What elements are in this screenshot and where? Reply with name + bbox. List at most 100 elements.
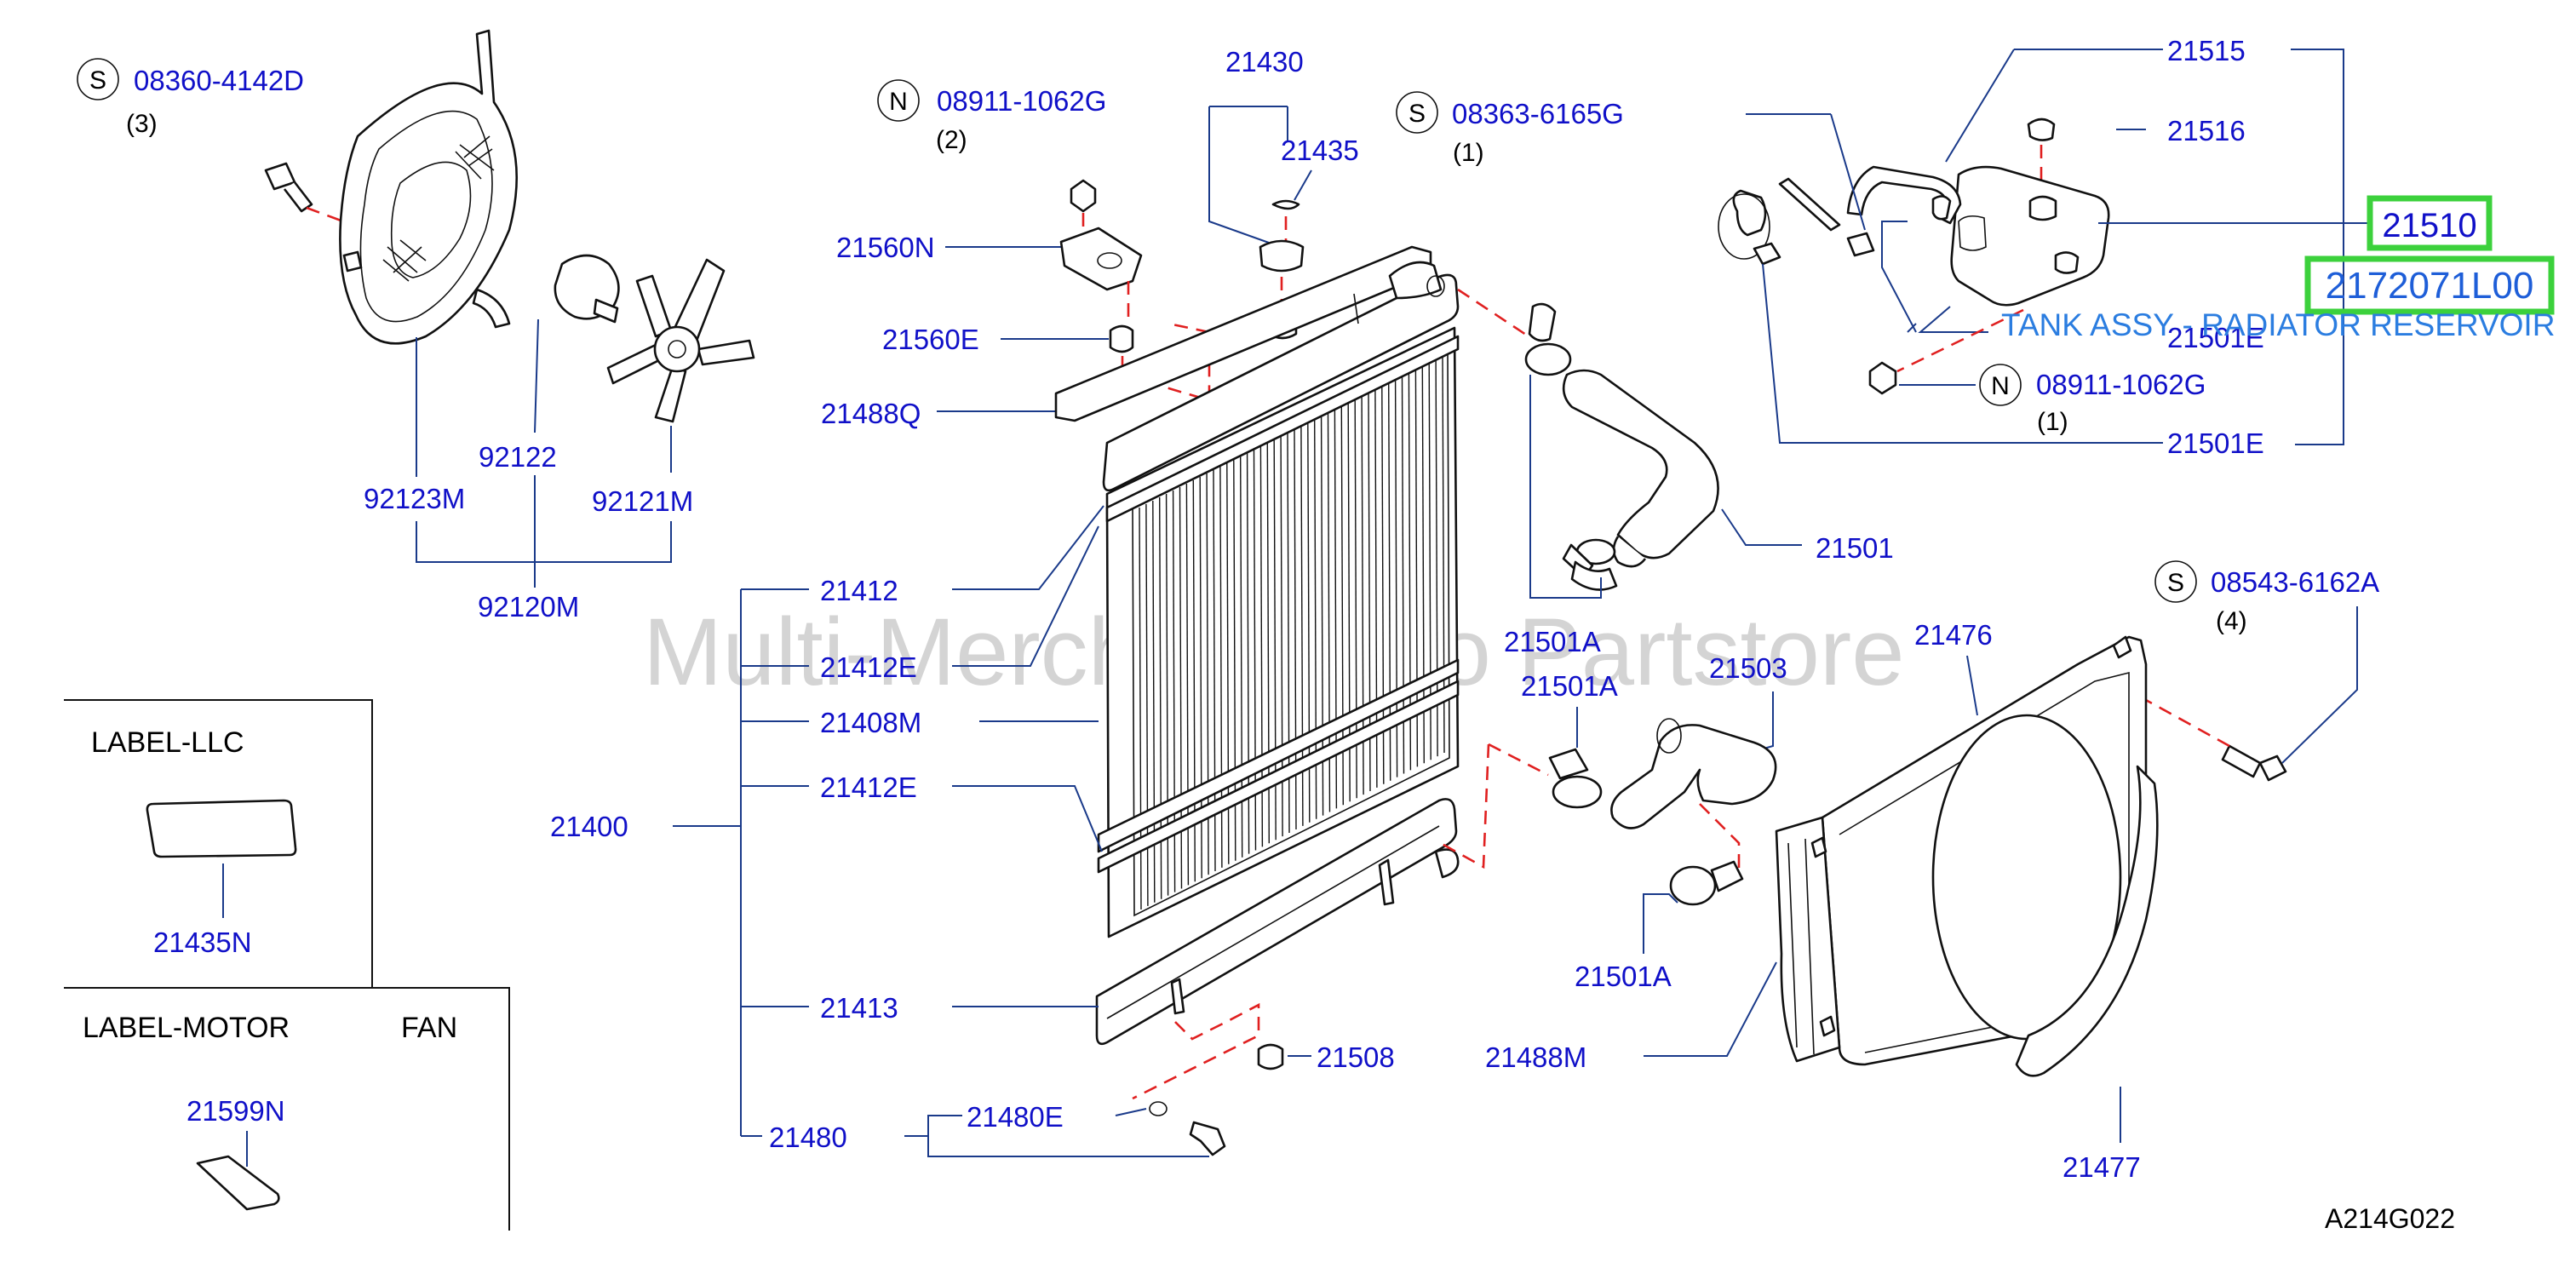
- part-label-21435N[interactable]: 21435N: [153, 927, 252, 958]
- fan-motor-shroud: [339, 29, 518, 345]
- highlight-part-number-box: [2304, 255, 2555, 315]
- part-label-21430[interactable]: 21430: [1225, 46, 1304, 77]
- drain-cock: [1257, 1043, 1284, 1070]
- reservoir-bracket-clip: [1732, 189, 1767, 237]
- callout-line: [1945, 49, 2015, 163]
- part-label-08360-4142D[interactable]: 08360-4142D: [134, 65, 304, 96]
- part-label-21510[interactable]: 21510: [2382, 207, 2476, 244]
- shroud-tab: [472, 288, 511, 329]
- fan-shroud-assembly: S 08543-6162A (4) 21476 21477 21488M: [1485, 560, 2379, 1183]
- highlight-part-description[interactable]: TANK ASSY - RADIATOR RESERVOIR: [2001, 307, 2555, 342]
- part-label-21501A-2[interactable]: 21501A: [1521, 670, 1618, 702]
- reservoir-outlet: [1958, 215, 1987, 251]
- part-label-92123M[interactable]: 92123M: [364, 483, 465, 514]
- shroud-inner-ring: [359, 110, 493, 323]
- part-label-21408M[interactable]: 21408M: [820, 707, 921, 738]
- s-symbol-letter: S: [2167, 569, 2184, 597]
- part-label-92121M[interactable]: 92121M: [592, 485, 693, 517]
- alignment-line: [1699, 803, 1741, 869]
- shroud-flange-ribs: [1787, 838, 1815, 1055]
- shroud-side-flange: [1775, 816, 1841, 1063]
- callout-line: [1830, 113, 1866, 231]
- reservoir-bracket-foot: [1753, 242, 1781, 266]
- callout-line: [1643, 893, 1678, 954]
- highlight-part-number[interactable]: 2172071L00: [2326, 265, 2534, 307]
- part-label-21412[interactable]: 21412: [820, 575, 898, 606]
- bolt-shank: [1778, 177, 1841, 232]
- part-label-92122[interactable]: 92122: [479, 441, 557, 473]
- drain-plug-seal: [1149, 1101, 1168, 1116]
- reservoir-filler-neck: [2028, 195, 2057, 221]
- part-label-21488M[interactable]: 21488M: [1485, 1041, 1586, 1073]
- part-label-08911-1062G-top[interactable]: 08911-1062G: [937, 85, 1106, 117]
- part-label-21477[interactable]: 21477: [2063, 1151, 2141, 1183]
- shroud-tab: [342, 250, 363, 273]
- part-label-21501A-1[interactable]: 21501A: [1504, 626, 1601, 657]
- fan-hub: [653, 325, 701, 373]
- part-label-21400[interactable]: 21400: [550, 811, 628, 842]
- n-symbol-letter: N: [889, 88, 908, 116]
- reservoir-tank-21510: [1950, 165, 2110, 307]
- part-label-08363-6165G[interactable]: 08363-6165G: [1452, 98, 1624, 129]
- s-symbol: [77, 58, 119, 100]
- part-label-08911-1062G-bottom[interactable]: 08911-1062G: [2036, 369, 2206, 400]
- part-label-21599N[interactable]: 21599N: [186, 1095, 285, 1127]
- part-label-21501[interactable]: 21501: [1816, 532, 1894, 564]
- part-label-21412E-bottom[interactable]: 21412E: [820, 772, 917, 803]
- bolt-shank: [2221, 744, 2262, 778]
- bolt-icon: [1846, 232, 1875, 257]
- qty-08911-1062G-top: (2): [936, 126, 967, 154]
- seal-21412E-top: [1105, 335, 1460, 523]
- qty-08363-6165G: (1): [1453, 139, 1484, 167]
- part-label-21501A-3[interactable]: 21501A: [1575, 961, 1672, 992]
- part-label-21480[interactable]: 21480: [769, 1122, 847, 1153]
- tank-fitting: [1353, 293, 1359, 324]
- reservoir-hose-clamp: [1931, 195, 1952, 221]
- part-label-21503[interactable]: 21503: [1709, 652, 1787, 684]
- shroud-tab: [1810, 836, 1827, 858]
- part-label-21488Q[interactable]: 21488Q: [821, 398, 921, 429]
- shroud-hub-ring: [390, 161, 472, 278]
- diagram-code: A214G022: [2325, 1203, 2455, 1234]
- radiator-assembly: N 08911-1062G (2) 21430 21435 S 08363-61…: [550, 46, 1624, 1157]
- label-llc-title: LABEL-LLC: [91, 726, 244, 759]
- radiator-fin: [1428, 360, 1431, 760]
- upper-hose-21501: [1562, 369, 1719, 559]
- hose-clamp: [1528, 302, 1557, 342]
- qty-08543-6162A: (4): [2216, 607, 2247, 635]
- part-label-21560N[interactable]: 21560N: [836, 232, 935, 263]
- bracket-hole: [1097, 252, 1122, 269]
- reservoir-mount: [2054, 251, 2080, 274]
- part-label-21413[interactable]: 21413: [820, 992, 898, 1024]
- callout-line: [1918, 306, 1988, 333]
- reservoir-bracket-ring: [1718, 193, 1770, 260]
- hose-clamp-band: [1570, 560, 1618, 591]
- label-box-frame: [64, 699, 510, 1231]
- upper-tank: [1102, 273, 1460, 492]
- hose-end: [1656, 718, 1682, 754]
- part-label-21516[interactable]: 21516: [2167, 115, 2246, 146]
- hose-clamp-ring: [1669, 865, 1717, 906]
- label-llc-sticker: [146, 799, 297, 858]
- s-symbol-letter: S: [1408, 100, 1426, 128]
- part-label-21560E[interactable]: 21560E: [882, 324, 979, 355]
- callout-line: [1115, 1108, 1147, 1116]
- part-label-08543-6162A[interactable]: 08543-6162A: [2211, 566, 2379, 598]
- part-label-21501E-bottom[interactable]: 21501E: [2167, 427, 2264, 459]
- part-label-21476[interactable]: 21476: [1914, 619, 1993, 651]
- part-label-21508[interactable]: 21508: [1317, 1041, 1395, 1073]
- part-label-21412E-top[interactable]: 21412E: [820, 651, 917, 683]
- part-label-21501E-top[interactable]: 21501E: [2167, 322, 2264, 353]
- part-label-21480E[interactable]: 21480E: [967, 1101, 1064, 1133]
- part-label-21435[interactable]: 21435: [1281, 135, 1359, 166]
- seal-21412E-bottom: [1097, 658, 1460, 853]
- label-motor-sticker: [196, 1155, 280, 1211]
- alignment-line: [1132, 1002, 1260, 1100]
- mount-rubber: [1109, 324, 1134, 353]
- radiator-fin: [1421, 364, 1426, 764]
- qty-08360-4142D: (3): [126, 110, 158, 138]
- part-label-21515[interactable]: 21515: [2167, 35, 2246, 66]
- part-label-92120M[interactable]: 92120M: [478, 591, 579, 623]
- mesh-pattern: [382, 135, 495, 282]
